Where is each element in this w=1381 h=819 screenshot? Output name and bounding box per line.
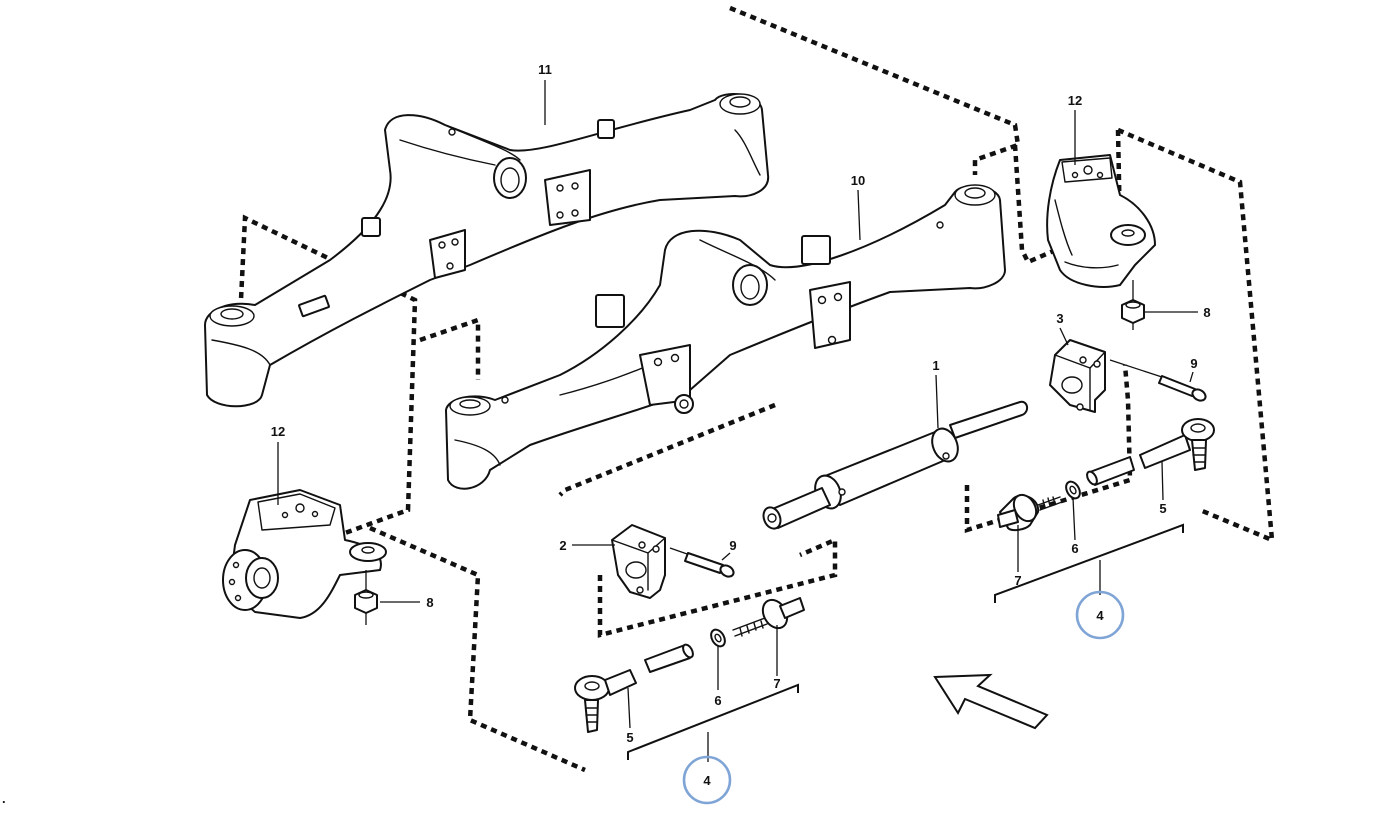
callout-9-right: 9 — [1190, 356, 1197, 371]
callout-4-right: 4 — [1096, 608, 1104, 623]
callout-5-left: 5 — [626, 730, 633, 745]
axle-beam-rear — [204, 93, 770, 408]
tie-rod-right — [997, 418, 1215, 532]
highlight-circle-right — [1075, 590, 1125, 640]
axle-beam-front — [445, 184, 1006, 490]
callout-8-left: 8 — [426, 595, 433, 610]
highlight-circle-left — [682, 755, 732, 805]
callout-12-right: 12 — [1068, 93, 1082, 108]
callout-5-right: 5 — [1159, 501, 1166, 516]
callout-10: 10 — [851, 173, 865, 188]
callout-6-left: 6 — [714, 693, 721, 708]
direction-arrow — [933, 673, 1049, 730]
phantom-lines — [237, 5, 1275, 773]
group-bracket-right — [994, 523, 1184, 603]
steering-knuckle-left — [222, 489, 387, 619]
bolt-left — [669, 547, 735, 578]
steering-knuckle-right — [1046, 154, 1156, 288]
callout-3: 3 — [1056, 311, 1063, 326]
clamp-bracket-upper — [1049, 339, 1106, 413]
callout-labels: 11 10 12 12 8 8 3 9 9 1 2 5 6 7 7 6 5 4 … — [2, 62, 1211, 806]
steering-cylinder — [762, 400, 1028, 530]
callout-4-left: 4 — [703, 773, 711, 788]
group-bracket-left — [627, 683, 799, 762]
callout-2: 2 — [559, 538, 566, 553]
leader-lines — [277, 80, 1198, 729]
bolt-right — [1109, 359, 1207, 402]
corner-mark: . — [2, 791, 6, 806]
callout-11: 11 — [538, 62, 552, 77]
clamp-bracket-lower — [611, 524, 666, 599]
nut-left — [354, 570, 378, 625]
callout-7-left: 7 — [773, 676, 780, 691]
callout-12-left: 12 — [271, 424, 285, 439]
callout-9-left: 9 — [729, 538, 736, 553]
callout-6-right: 6 — [1071, 541, 1078, 556]
nut-right — [1121, 280, 1145, 330]
callout-1: 1 — [932, 358, 939, 373]
callout-8-right: 8 — [1203, 305, 1210, 320]
tie-rod-left — [574, 597, 805, 733]
callout-7-right: 7 — [1014, 573, 1021, 588]
